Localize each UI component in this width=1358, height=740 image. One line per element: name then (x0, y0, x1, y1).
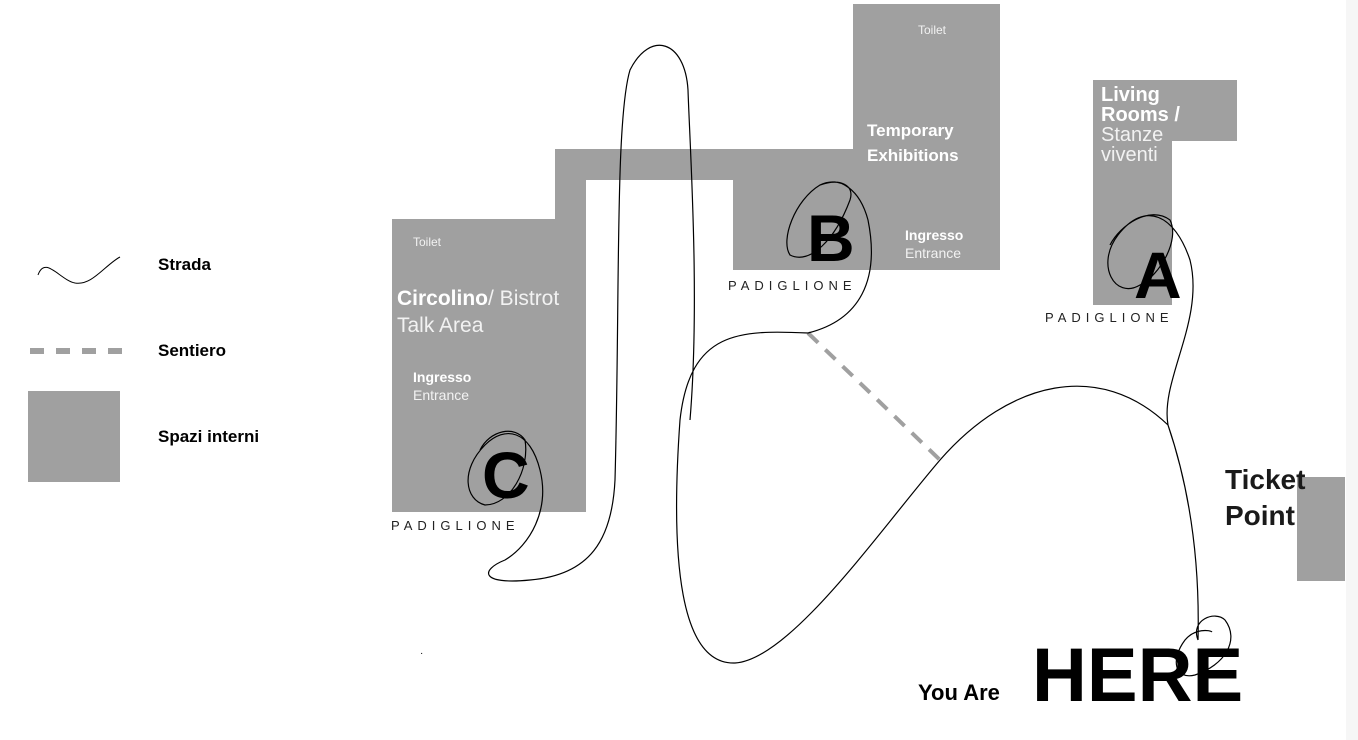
b-toilet: Toilet (918, 23, 947, 37)
pavilion-a-letter: A (1134, 238, 1182, 312)
c-name-bold: Circolino (397, 287, 489, 310)
right-edge-strip (1346, 0, 1358, 740)
pavilion-b-label: PADIGLIONE (728, 278, 857, 293)
pavilion-b-tower (853, 4, 1000, 150)
here-text: HERE (1032, 633, 1244, 718)
a-name-line1: Living (1101, 84, 1160, 106)
road-squiggle-icon (37, 256, 121, 284)
c-name-rest: / Bistrot (488, 287, 560, 310)
legend-spazi-interni: Spazi interni (158, 427, 260, 446)
b-name-line2: Exhibitions (867, 146, 959, 165)
pavilion-a-label: PADIGLIONE (1045, 310, 1174, 325)
pavilion-b-letter: B (807, 201, 855, 275)
b-ingresso: Ingresso (905, 227, 964, 243)
trail-sentiero (806, 331, 942, 462)
ticket-point-building[interactable] (1297, 477, 1345, 581)
pavilion-b-building[interactable] (733, 149, 1000, 270)
stray-dot: · (420, 648, 424, 659)
dashed-path-icon (30, 348, 122, 354)
legend-sentiero: Sentiero (158, 341, 227, 360)
c-name: Circolino/ Bistrot (397, 287, 559, 311)
c-entrance: Entrance (413, 387, 470, 403)
b-entrance: Entrance (905, 245, 962, 261)
a-name-line4: viventi (1101, 144, 1158, 166)
you-are-text: You Are (918, 680, 1000, 705)
ticket-line1: Ticket (1225, 464, 1306, 495)
pavilion-c-building[interactable] (392, 219, 586, 512)
road-main (467, 44, 1232, 677)
ticket-line2: Point (1225, 500, 1295, 531)
grey-square-icon (28, 391, 120, 482)
c-ingresso: Ingresso (413, 369, 472, 385)
legend-strada: Strada (158, 255, 211, 274)
c-name-line2: Talk Area (397, 314, 484, 337)
pavilion-c-letter: C (482, 438, 530, 512)
c-toilet: Toilet (413, 235, 442, 249)
pavilion-c-label: PADIGLIONE (391, 518, 520, 533)
a-name-line2: Rooms / (1101, 104, 1180, 126)
connector-corridor-vertical (555, 149, 586, 221)
b-name-line1: Temporary (867, 121, 954, 140)
pavilion-a-building[interactable] (1093, 80, 1172, 305)
a-name-line3: Stanze (1101, 124, 1164, 146)
